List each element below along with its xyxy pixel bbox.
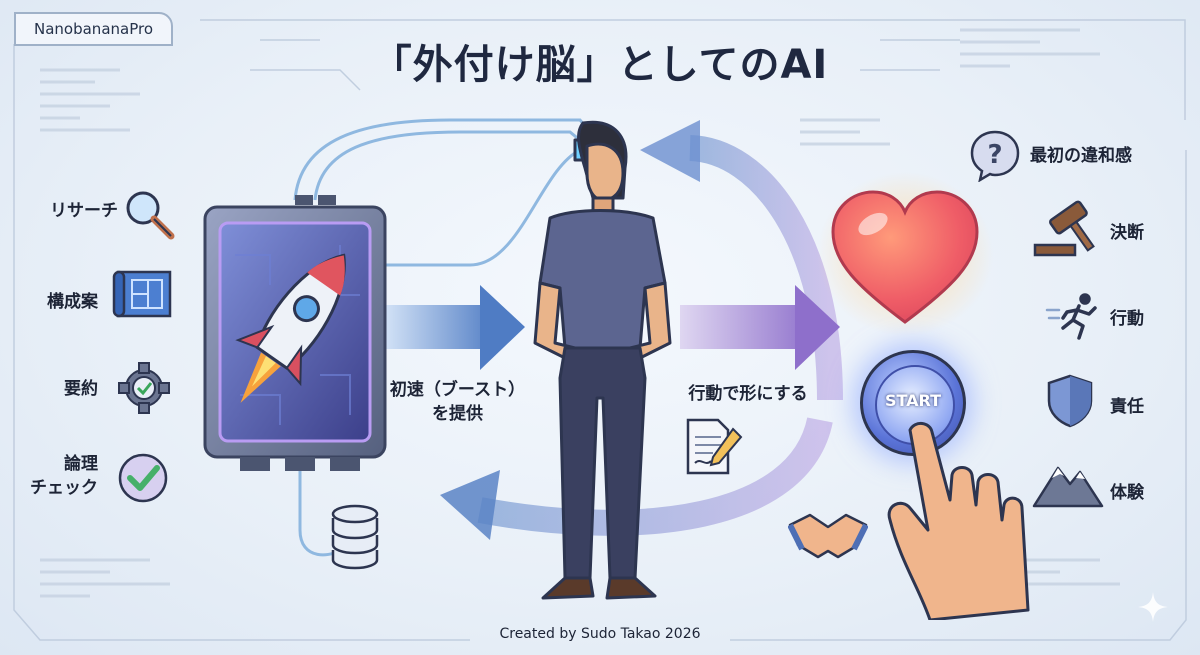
ai-device-rocket-icon — [203, 195, 387, 471]
left-item-outline-label: 構成案 — [47, 292, 98, 312]
svg-text:?: ? — [987, 140, 1002, 170]
right-item-responsibility-label: 責任 — [1110, 397, 1144, 417]
pointing-hand-icon — [887, 422, 1030, 620]
right-item-action-label: 行動 — [1110, 309, 1144, 329]
credit-text: Created by Sudo Takao 2026 — [499, 626, 701, 642]
shield-icon — [1047, 374, 1093, 428]
magnifier-icon — [126, 191, 175, 240]
heart-icon — [818, 172, 993, 336]
left-item-logic-check-label: 論理 チェック — [30, 454, 98, 498]
checkmark-circle-icon — [118, 453, 168, 503]
gavel-icon — [1033, 200, 1095, 257]
gear-check-icon — [118, 362, 170, 414]
sparkle-icon — [1138, 592, 1168, 622]
handshake-icon — [788, 513, 868, 559]
database-icon — [331, 504, 379, 570]
left-item-research-label: リサーチ — [50, 201, 118, 221]
person-figure — [533, 120, 672, 600]
mountain-icon — [1032, 466, 1104, 508]
document-sign-icon — [686, 418, 743, 475]
question-bubble-icon: ? — [970, 130, 1020, 182]
page-title: 「外付け脳」としてのAI — [371, 42, 829, 88]
left-item-summary-label: 要約 — [64, 379, 98, 399]
running-person-icon — [1045, 293, 1097, 340]
start-button-label: START — [884, 391, 942, 410]
right-item-first-discomfort-label: 最初の違和感 — [1030, 146, 1132, 166]
action-text: 行動で形にする — [688, 384, 808, 404]
blueprint-icon — [112, 270, 172, 318]
brand-tag: NanobananaPro — [14, 12, 174, 46]
top-arc-arrowhead — [640, 120, 700, 182]
right-item-experience-label: 体験 — [1110, 483, 1144, 503]
boost-text: 初速（ブースト） を提供 — [389, 380, 526, 424]
right-item-decision-label: 決断 — [1110, 223, 1144, 243]
